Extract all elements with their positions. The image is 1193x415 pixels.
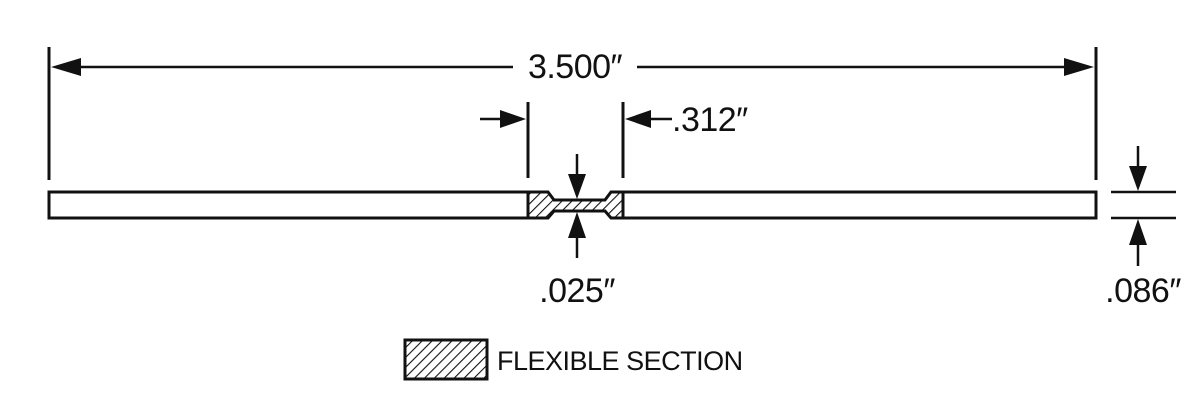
flex-thickness-arrowhead-bottom-icon xyxy=(568,212,586,238)
legend: FLEXIBLE SECTION xyxy=(403,338,743,381)
flex-arrowhead-right-icon xyxy=(625,110,651,128)
strip-left-segment xyxy=(47,190,530,220)
strip-thickness-label: .086″ xyxy=(1105,272,1181,310)
thickness-arrowhead-top-icon xyxy=(1129,166,1147,191)
flex-section-length-dimension: .312″ xyxy=(480,101,749,178)
flex-section-length-label: .312″ xyxy=(672,101,748,139)
flexible-section-hatched xyxy=(526,190,625,220)
hatch-swatch-icon xyxy=(403,338,489,381)
flex-thickness-arrowhead-top-icon xyxy=(568,174,586,199)
overall-length-dimension: 3.500″ xyxy=(47,47,1098,180)
strip-thickness-dimension: .086″ xyxy=(1105,146,1182,310)
arrowhead-left-icon xyxy=(51,58,81,76)
legend-label: FLEXIBLE SECTION xyxy=(497,346,743,376)
flexure-strip xyxy=(47,190,1098,220)
flex-arrowhead-left-icon xyxy=(500,110,526,128)
strip-right-segment xyxy=(621,190,1098,220)
overall-length-label: 3.500″ xyxy=(528,48,623,86)
flex-thickness-dimension: .025″ xyxy=(539,154,616,310)
arrowhead-right-icon xyxy=(1064,58,1094,76)
flex-thickness-label: .025″ xyxy=(539,272,615,310)
thickness-arrowhead-bottom-icon xyxy=(1129,219,1147,245)
